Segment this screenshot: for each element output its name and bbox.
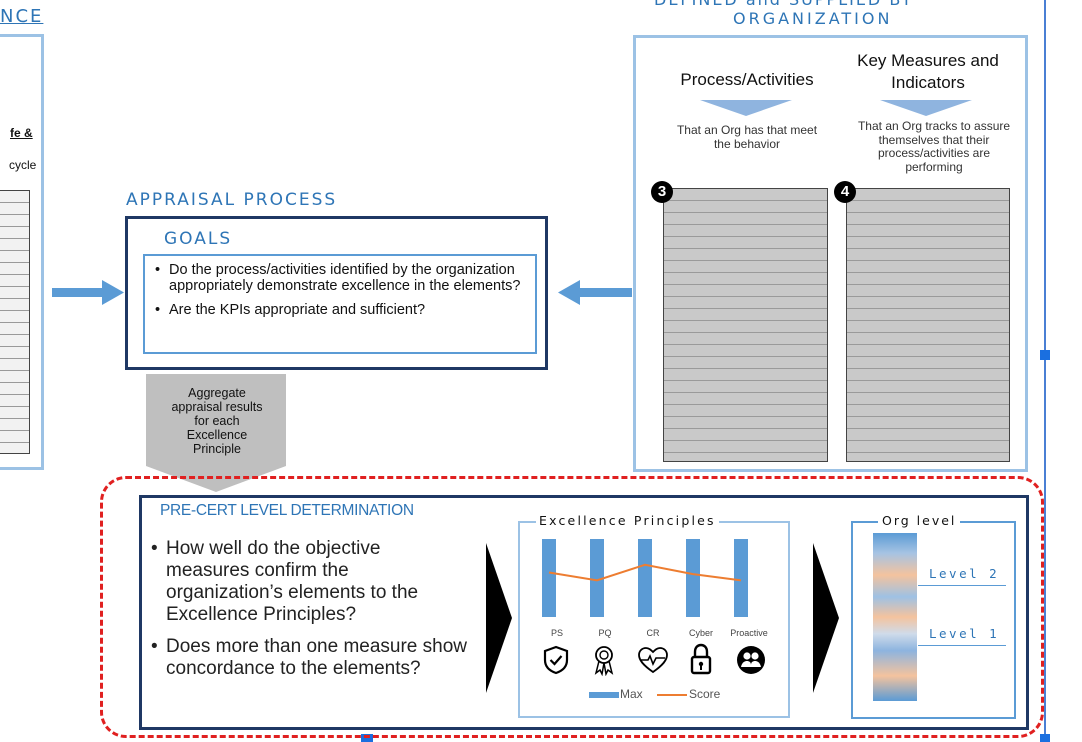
left-arrow xyxy=(52,280,124,305)
left-panel-text-1: fe & xyxy=(10,126,33,140)
max-bar-cr xyxy=(638,539,652,617)
org-heading: ORGANIZATION xyxy=(733,9,893,28)
category-label-cr: CR xyxy=(646,628,660,638)
shield-check-icon xyxy=(543,645,569,675)
left-panel xyxy=(0,34,44,470)
selection-handle-corner[interactable] xyxy=(1040,734,1050,742)
score-line xyxy=(548,563,742,582)
chart-title: Excellence Principles xyxy=(536,513,719,528)
key-measures-list xyxy=(846,188,1010,462)
level-1-line xyxy=(918,645,1006,646)
goals-title: GOALS xyxy=(164,229,233,249)
legend-score-swatch xyxy=(657,694,687,696)
org-level-gradient-bar xyxy=(873,533,917,701)
chevron-right-icon xyxy=(486,543,512,693)
goal-item-2: Are the KPIs appropriate and sufficient? xyxy=(151,302,527,318)
org-panel xyxy=(633,35,1028,472)
heart-pulse-icon xyxy=(638,647,668,674)
left-panel-lined-box xyxy=(0,190,30,454)
padlock-icon xyxy=(690,643,712,675)
precert-box xyxy=(139,495,1029,730)
red-dashed-highlight xyxy=(100,476,1044,738)
appraisal-heading: APPRAISAL PROCESS xyxy=(126,190,338,210)
selection-handle-bottom[interactable] xyxy=(361,734,373,742)
process-activities-list xyxy=(663,188,828,462)
selection-handle-right[interactable] xyxy=(1040,350,1050,360)
appraisal-box xyxy=(125,216,548,370)
precert-bullets: How well do the objective measures confi… xyxy=(148,538,468,690)
precert-bullet-1: How well do the objective measures confi… xyxy=(148,538,468,626)
col1-title: Process/Activities xyxy=(680,70,814,89)
left-panel-text-2: cycle xyxy=(9,158,37,172)
goals-box: Do the process/activities identified by … xyxy=(143,254,537,354)
org-heading-top: DEFINED and SUPPLIED BY xyxy=(654,0,913,9)
category-label-pq: PQ xyxy=(598,628,612,638)
category-label-proactive: Proactive xyxy=(730,628,768,638)
col1-down-arrow xyxy=(700,100,792,116)
selection-line xyxy=(1044,0,1046,740)
col2-down-arrow xyxy=(880,100,972,116)
goal-item-1: Do the process/activities identified by … xyxy=(151,262,527,294)
category-label-cyber: Cyber xyxy=(688,628,713,638)
max-bar-ps xyxy=(542,539,556,617)
col2-title: Key Measures and Indicators xyxy=(857,51,999,92)
badge-3: 3 xyxy=(651,181,673,203)
legend-max-swatch xyxy=(589,692,619,698)
precert-bullet-2: Does more than one measure show concorda… xyxy=(148,636,468,680)
chevron-right-icon xyxy=(813,543,839,693)
max-bar-pq xyxy=(590,539,604,617)
legend-score-label: Score xyxy=(689,687,721,701)
aggregate-text: Aggregate appraisal results for each Exc… xyxy=(171,386,263,456)
org-level-title: Org level xyxy=(878,513,961,528)
badge-4: 4 xyxy=(834,181,856,203)
aggregate-arrow xyxy=(146,374,286,492)
col2-desc: That an Org tracks to assure themselves … xyxy=(857,119,1011,174)
level-1-label: Level 1 xyxy=(929,626,1000,641)
level-2-line xyxy=(918,585,1006,586)
award-ribbon-icon xyxy=(594,646,614,676)
category-label-ps: PS xyxy=(550,628,563,638)
col1-desc: That an Org has that meet the behavior xyxy=(676,123,818,151)
right-arrow xyxy=(558,280,632,305)
excellence-chart xyxy=(542,539,748,617)
level-2-label: Level 2 xyxy=(929,566,1000,581)
left-panel-heading: NCE xyxy=(0,6,44,27)
legend-max-label: Max xyxy=(620,687,643,701)
max-bar-cyber xyxy=(686,539,700,617)
people-circle-icon xyxy=(737,646,765,674)
precert-title: PRE-CERT LEVEL DETERMINATION xyxy=(160,502,414,519)
max-bar-proactive xyxy=(734,539,748,617)
